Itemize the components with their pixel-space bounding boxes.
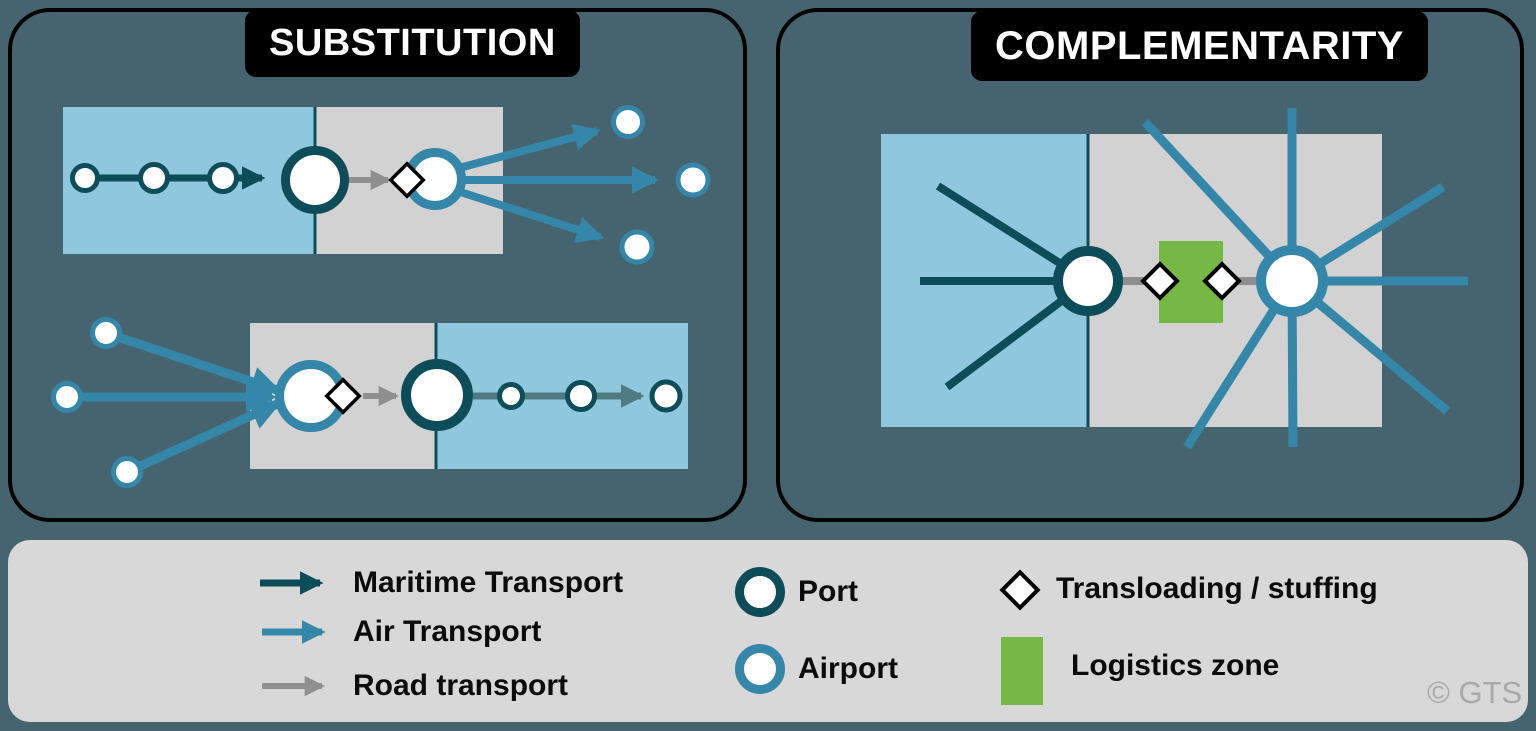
legend-background xyxy=(8,540,1528,722)
legend-transloading-swatch xyxy=(999,569,1041,611)
maritime-stop-node xyxy=(565,380,597,412)
air-transport-arrow xyxy=(104,328,282,397)
maritime-stop-node xyxy=(207,162,239,194)
legend-road-label: Road transport xyxy=(353,669,569,702)
port-node xyxy=(281,146,349,214)
legend-port-swatch xyxy=(735,567,785,617)
legend-maritime-label: Maritime Transport xyxy=(353,566,624,599)
transloading-diamond xyxy=(324,377,362,415)
transloading-diamond xyxy=(388,161,426,199)
substitution-bottom-diagram xyxy=(51,317,688,488)
air-destination-node xyxy=(619,229,655,265)
air-transport-arrow xyxy=(125,399,282,477)
legend-logistics-zone-label: Logistics zone xyxy=(1071,649,1280,682)
air-transport-arrow xyxy=(446,184,604,243)
transloading-diamond xyxy=(1202,261,1242,301)
air-origin-node xyxy=(111,456,143,488)
legend-logistics-zone-swatch xyxy=(1001,637,1043,705)
maritime-stop-node xyxy=(70,163,100,193)
complementarity-diagram xyxy=(881,108,1468,450)
maritime-stop-node xyxy=(649,379,683,413)
legend-air-label: Air Transport xyxy=(353,615,542,648)
legend xyxy=(8,540,1528,722)
air-origin-node xyxy=(51,381,83,413)
air-spoke xyxy=(1141,118,1296,285)
airport-node xyxy=(1256,245,1328,317)
port-node xyxy=(401,359,473,431)
transloading-diamond xyxy=(1140,261,1180,301)
copyright-text: © GTS xyxy=(1427,675,1523,710)
air-origin-node xyxy=(90,317,122,349)
air-transport-arrow xyxy=(446,123,601,175)
complementarity-title: COMPLEMENTARITY xyxy=(971,11,1428,81)
legend-port-label: Port xyxy=(798,575,858,608)
substitution-title: SUBSTITUTION xyxy=(245,10,580,77)
air-destination-node xyxy=(675,162,711,198)
substitution-top-diagram xyxy=(63,105,711,265)
port-node xyxy=(1053,246,1123,316)
legend-transloading-label: Transloading / stuffing xyxy=(1056,572,1378,605)
maritime-stop-node xyxy=(138,162,170,194)
legend-airport-swatch xyxy=(735,644,785,694)
maritime-stop-node xyxy=(497,382,525,410)
air-destination-node xyxy=(611,105,645,139)
legend-airport-label: Airport xyxy=(798,652,898,685)
